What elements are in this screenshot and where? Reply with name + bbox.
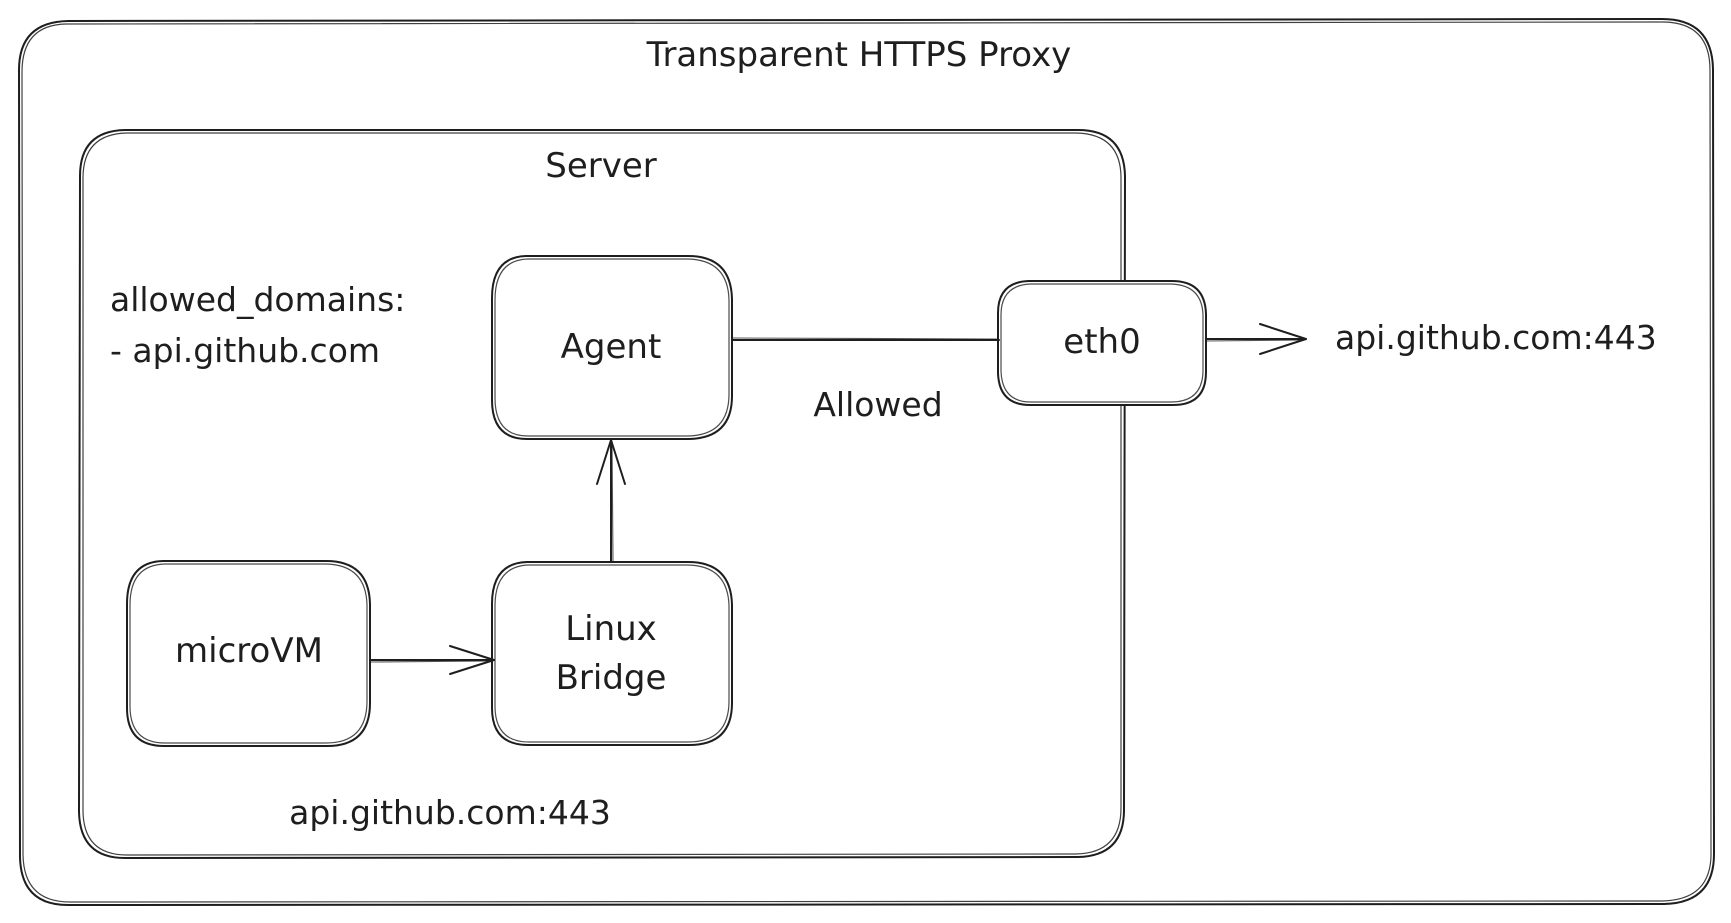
edge-microvm-to-bridge [369, 645, 495, 675]
edge-eth0-to-external [1205, 323, 1307, 355]
outer-frame-title: Transparent HTTPS Proxy [646, 35, 1072, 75]
agent-node-label: Agent [561, 327, 662, 367]
edge-agent-to-eth0 [731, 337, 1000, 341]
external-destination-label: api.github.com:443 [1335, 318, 1657, 357]
eth0-node [997, 280, 1207, 406]
microvm-node-label: microVM [175, 631, 323, 671]
agent-node [491, 255, 733, 440]
allowed-domain-item: - api.github.com [110, 331, 380, 370]
server-frame-title: Server [545, 146, 657, 186]
server-frame [77, 129, 1127, 860]
allowed-domains-label: allowed_domains: [110, 280, 405, 319]
eth0-node-label: eth0 [1063, 322, 1140, 362]
outer-frame [17, 17, 1716, 907]
edge-bridge-to-agent [596, 439, 626, 563]
internal-destination-label: api.github.com:443 [289, 793, 611, 832]
linux-bridge-label-line2: Bridge [556, 658, 667, 698]
allowed-edge-label: Allowed [813, 385, 942, 424]
microvm-node [126, 560, 371, 747]
linux-bridge-node [491, 561, 733, 746]
linux-bridge-label-line1: Linux [565, 609, 657, 649]
